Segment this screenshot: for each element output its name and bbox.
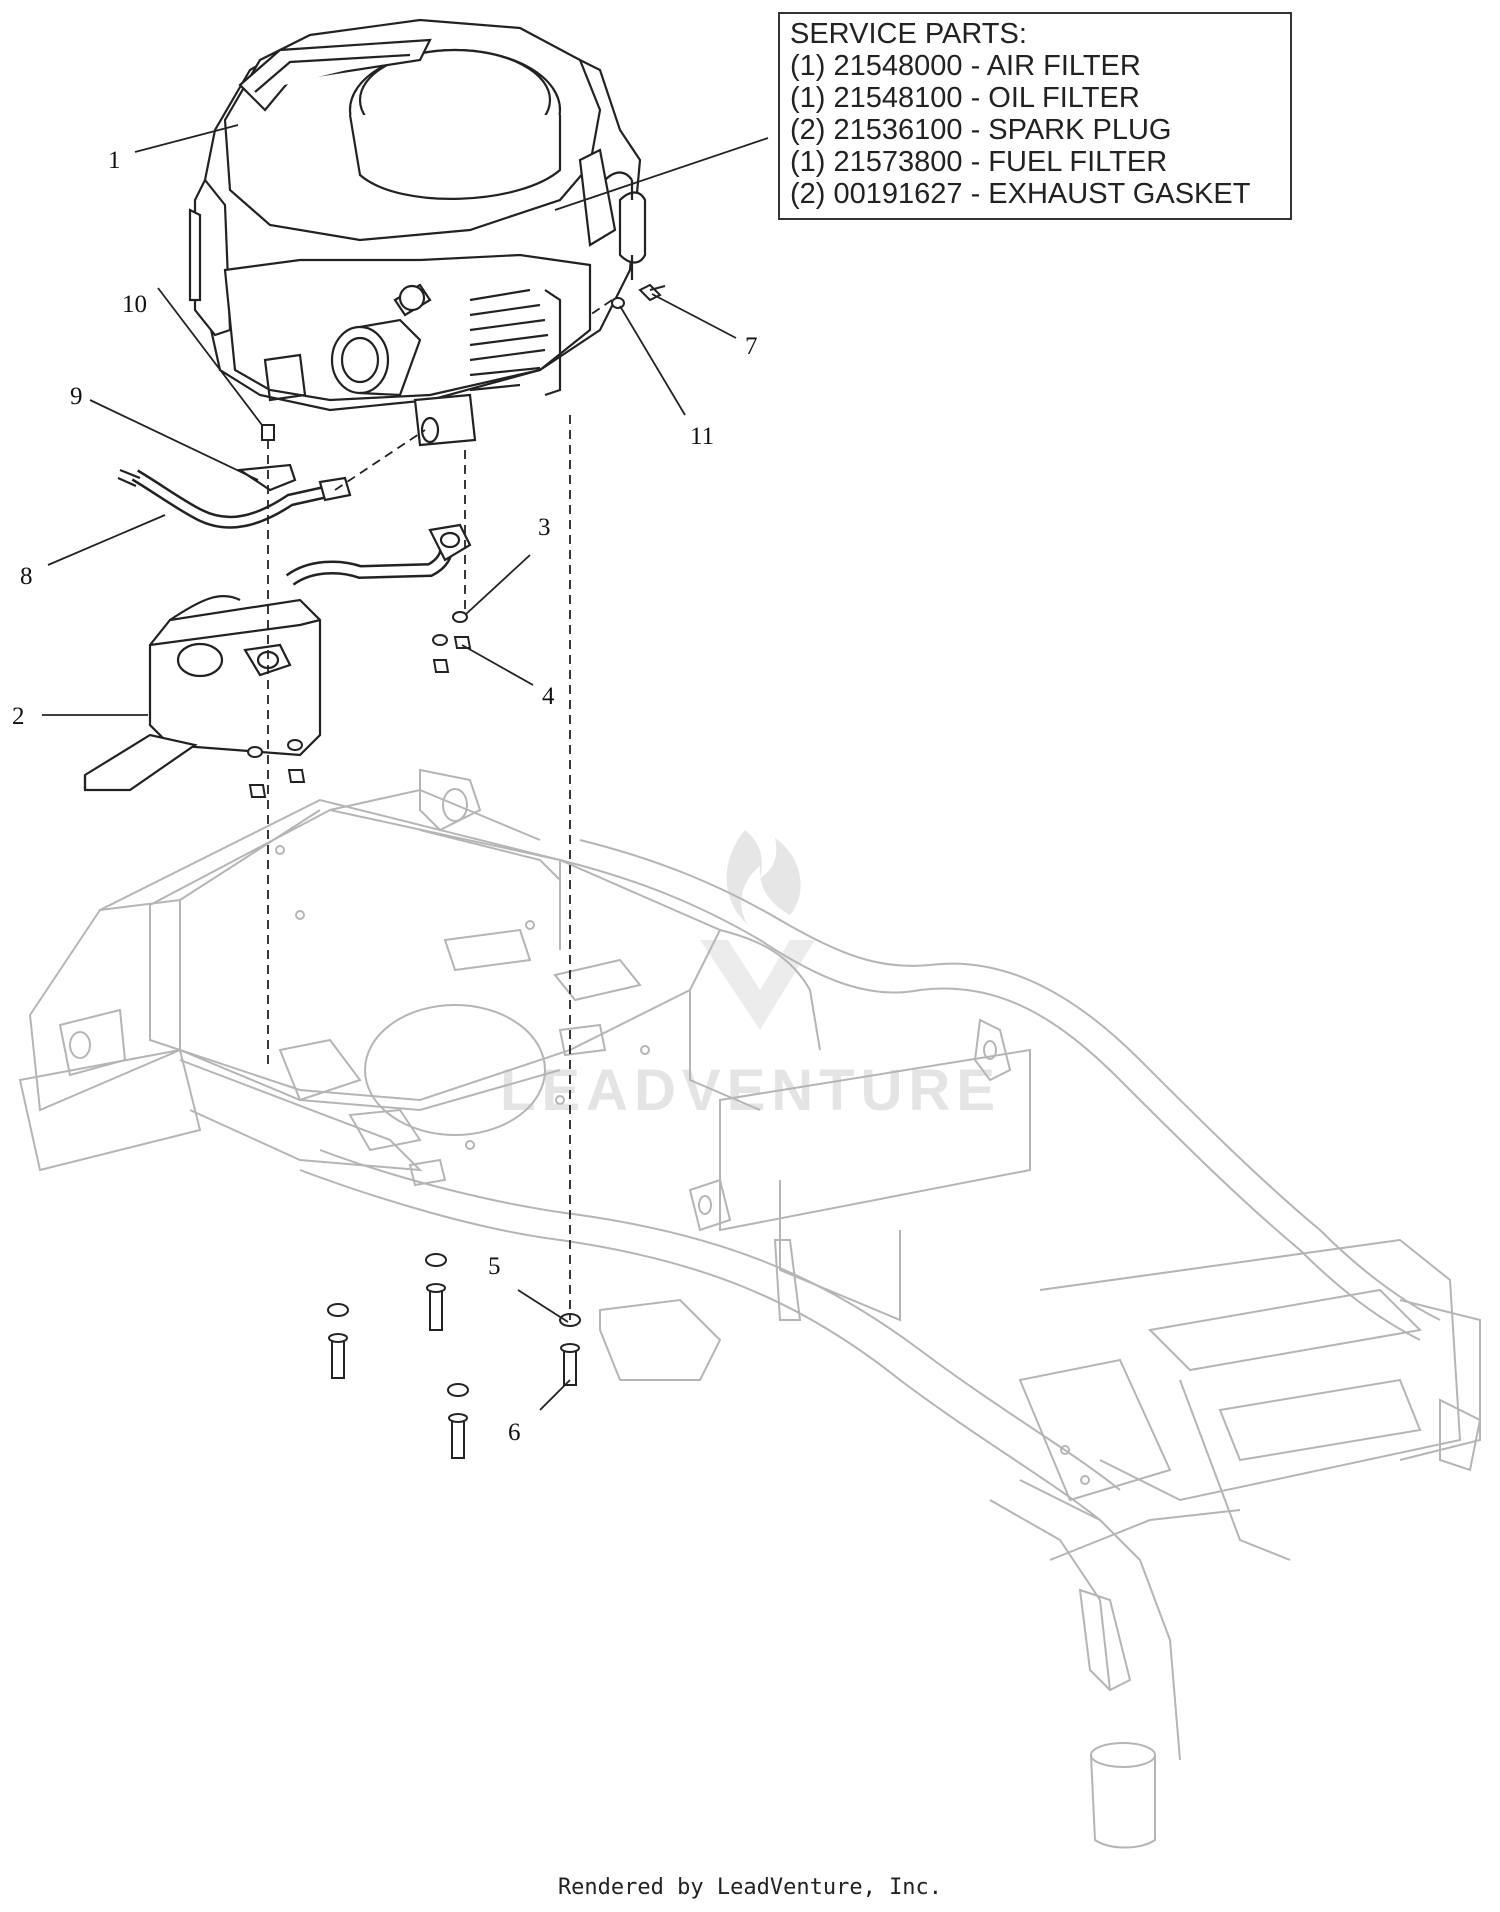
service-parts-title: SERVICE PARTS: xyxy=(790,18,1027,50)
callout-10: 10 xyxy=(122,291,147,318)
fuel-line xyxy=(117,463,352,529)
mower-frame xyxy=(18,768,1482,1849)
leader-lines xyxy=(42,124,769,1411)
service-part-oil-filter: (1) 21548100 - OIL FILTER xyxy=(790,82,1140,114)
service-part-exhaust-gasket: (2) 00191627 - EXHAUST GASKET xyxy=(790,178,1251,210)
muffler xyxy=(83,523,472,792)
service-part-fuel-filter: (1) 21573800 - FUEL FILTER xyxy=(790,146,1168,178)
callout-1: 1 xyxy=(108,147,121,174)
footer-credit: Rendered by LeadVenture, Inc. xyxy=(557,1875,943,1900)
watermark: LEADVENTURE xyxy=(500,830,995,1123)
callout-4: 4 xyxy=(542,683,555,710)
service-parts-box: SERVICE PARTS: (1) 21548000 - AIR FILTER… xyxy=(778,12,1292,220)
callout-2: 2 xyxy=(12,703,25,730)
callout-6: 6 xyxy=(508,1419,521,1446)
callout-3: 3 xyxy=(538,514,551,541)
engine xyxy=(188,18,647,447)
callout-7: 7 xyxy=(745,333,758,360)
v-mark-icon xyxy=(700,940,815,1030)
flame-logo-icon xyxy=(726,830,801,925)
callout-5: 5 xyxy=(488,1253,501,1280)
service-part-air-filter: (1) 21548000 - AIR FILTER xyxy=(790,50,1141,82)
callout-8: 8 xyxy=(20,563,33,590)
callout-9: 9 xyxy=(70,383,83,410)
callout-11: 11 xyxy=(690,423,714,450)
callout-numbers: 1 2 3 4 5 6 7 8 9 10 11 xyxy=(12,147,758,1446)
assembly-lines xyxy=(267,299,613,1320)
service-part-spark-plug: (2) 21536100 - SPARK PLUG xyxy=(790,114,1172,146)
